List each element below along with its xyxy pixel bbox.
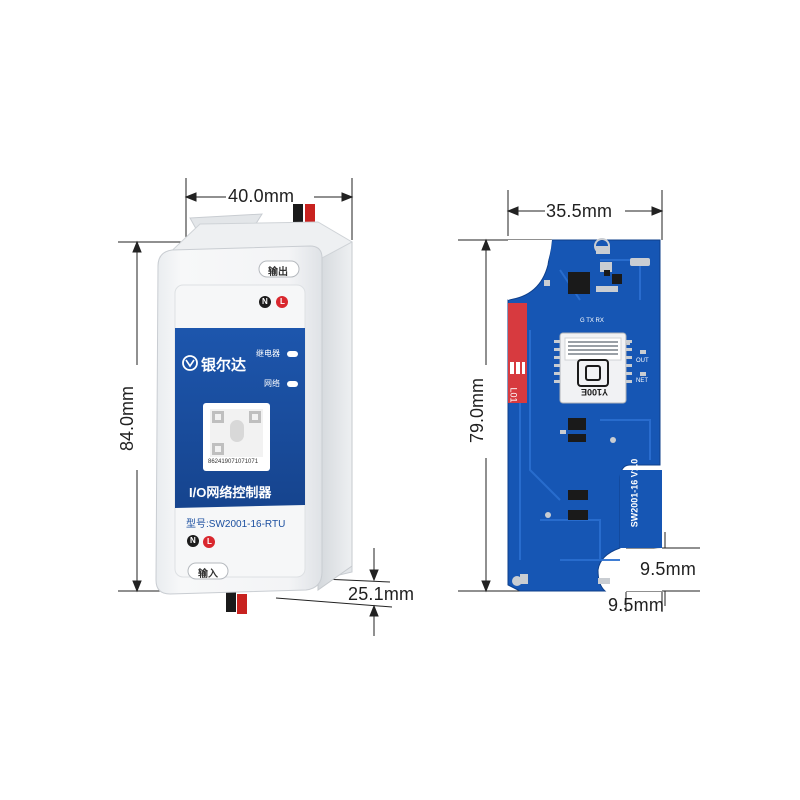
module-pin-labels: G TX RX: [580, 318, 604, 324]
terminal-l-bottom: L: [207, 537, 212, 546]
pcb-board: [507, 239, 661, 592]
led-out-label: OUT: [636, 358, 649, 364]
product-name: I/O网络控制器: [189, 485, 272, 500]
terminal-n-bottom: N: [190, 536, 196, 545]
output-button-label: 输出: [268, 267, 288, 278]
board-id: SW2001-16 V1.0: [629, 458, 640, 528]
module-name: Y100E: [581, 387, 609, 397]
device-depth-label: 25.1mm: [348, 584, 415, 604]
led-net-label: NET: [636, 378, 648, 384]
input-wire: [226, 592, 247, 614]
input-button-label: 输入: [198, 569, 218, 580]
model-number: 型号:SW2001-16-RTU: [186, 519, 286, 530]
pcb-width-dimension: [506, 190, 664, 240]
device-width-label: 40.0mm: [228, 186, 295, 206]
pcb-height-label: 79.0mm: [467, 377, 488, 444]
pcb-notch-label-b: 9.5mm: [608, 595, 665, 615]
device-height-label: 84.0mm: [117, 385, 138, 452]
terminal-n-top: N: [262, 297, 268, 306]
pcb-silk-code: L01: [508, 387, 519, 403]
brand-name: 银尔达: [201, 357, 247, 374]
pcb-sticker: [508, 303, 527, 403]
output-wire: [293, 204, 315, 226]
device-width-dimension: [184, 178, 354, 240]
device-depth-dimension: [275, 548, 393, 636]
pcb-notch-label-a: 9.5mm: [640, 559, 697, 579]
qr-serial: 862419071071071: [208, 459, 259, 465]
pcb-silk-brand: CrossAir: [494, 324, 506, 363]
pcb-width-label: 35.5mm: [546, 201, 613, 221]
relay-indicator-label: 继电器: [256, 349, 280, 358]
terminal-l-top: L: [280, 297, 285, 306]
network-indicator-label: 网络: [264, 379, 280, 388]
